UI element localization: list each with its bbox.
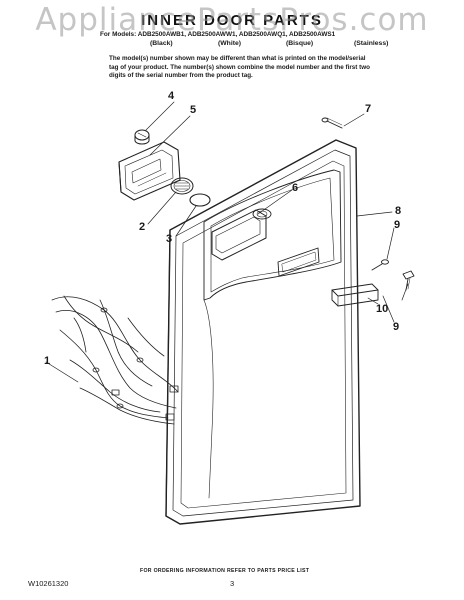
finish-stainless: (Stainless): [354, 40, 389, 47]
callout-1-wire-harness: 1: [44, 355, 51, 367]
finish-black: (Black): [150, 40, 173, 47]
bracket-screw-upper: [371, 259, 389, 271]
models-line: For Models: ADB2500AWB1, ADB2500AWW1, AD…: [100, 31, 336, 38]
callout-4-knob: 4: [168, 90, 175, 102]
callout-6-dispenser: 6: [292, 182, 299, 194]
finish-bisque: (Bisque): [286, 40, 314, 47]
door-screw-top: [321, 117, 343, 129]
callout-leaders: [45, 101, 409, 383]
door-bracket: [331, 283, 379, 307]
callout-9-screw-upper: 9: [394, 219, 401, 231]
page-number: 3: [230, 579, 235, 588]
finish-white: (White): [218, 40, 242, 47]
document-number: W10261320: [28, 579, 69, 588]
detergent-dispenser: [211, 208, 272, 261]
callout-5-control-panel: 5: [190, 104, 197, 116]
control-knob: [134, 129, 150, 145]
wire-harness: [51, 295, 179, 425]
gasket-ring: [189, 193, 211, 207]
callout-8-door-panel: 8: [395, 205, 402, 217]
callout-10-bracket: 10: [376, 303, 389, 315]
callout-7-screw: 7: [365, 103, 372, 115]
model-number-note: The model(s) number shown may be differe…: [109, 55, 370, 80]
vent-grille: [170, 177, 194, 195]
inner-door-panel: [165, 139, 361, 525]
control-panel-module: [118, 141, 181, 201]
page-title: INNER DOOR PARTS: [141, 12, 323, 29]
callout-9-screw-lower: 9: [393, 321, 400, 333]
bracket-screw-lower: [402, 270, 415, 291]
callout-3-gasket: 3: [166, 233, 173, 245]
ordering-info: FOR ORDERING INFORMATION REFER TO PARTS …: [140, 568, 310, 574]
callout-2-vent-grille: 2: [139, 221, 146, 233]
